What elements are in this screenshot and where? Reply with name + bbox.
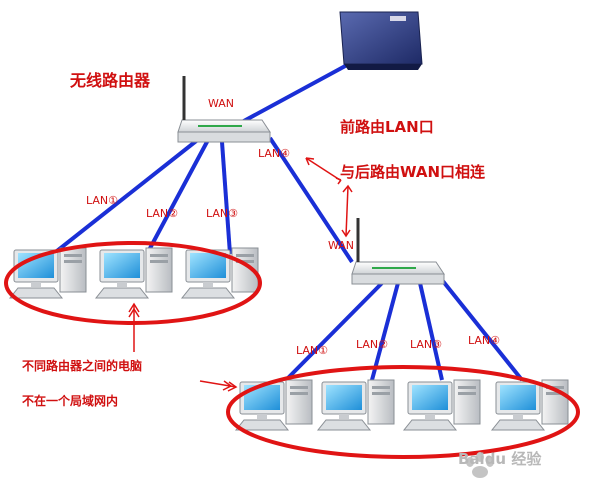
watermark: Baidu 经验 [458,450,542,468]
lan-group-ellipse-bottom [226,365,580,459]
note-line-1: 前路由LAN口 [340,118,434,136]
pc-top-1 [9,247,87,299]
baidu-paw-icon [466,452,494,478]
cable-router1-pc3 [220,141,232,255]
note-line-2: 与后路由WAN口相连 [340,163,486,181]
pc-bottom-2 [317,379,395,431]
router2-wan-label: WAN [328,239,355,252]
cable-router2-pc3 [418,282,444,381]
cables [46,56,524,382]
cable-router1-pc1 [46,136,202,260]
router1-wan-label: WAN [208,97,235,110]
router2-lan4-label: LAN④ [468,334,500,347]
lan-group-ellipse-top [4,241,262,325]
cable-router2-pc2 [370,282,400,381]
router1-lan4-label: LAN④ [258,147,290,160]
bottom-note-line-1: 不同路由器之间的电脑 [22,359,143,373]
cable-router1-pc2 [146,139,210,253]
pc-top-2 [95,247,173,299]
cable-router1-router2 [268,136,354,264]
pc-bottom-3 [403,379,481,431]
cable-router2-pc4 [440,278,524,382]
arrow-to-wan2 [345,185,349,237]
router2-lan3-label: LAN③ [410,338,442,351]
router1-lan1-label: LAN① [86,194,118,207]
pc-bottom-4 [491,379,569,431]
router1-lan2-label: LAN② [146,207,178,220]
modem-device [339,11,423,70]
router2-lan2-label: LAN② [356,338,388,351]
bottom-note-line-2: 不在一个局域网内 [22,394,119,408]
router-2 [350,216,446,286]
router1-lan3-label: LAN③ [206,207,238,220]
annotation-arrows [128,157,353,392]
router1-title: 无线路由器 [70,71,151,90]
arrow-to-lan4 [305,157,341,181]
router2-lan1-label: LAN① [296,344,328,357]
cable-router2-pc1 [284,278,387,382]
pc-bottom-1 [235,379,313,431]
cable-modem-router1 [241,56,361,124]
